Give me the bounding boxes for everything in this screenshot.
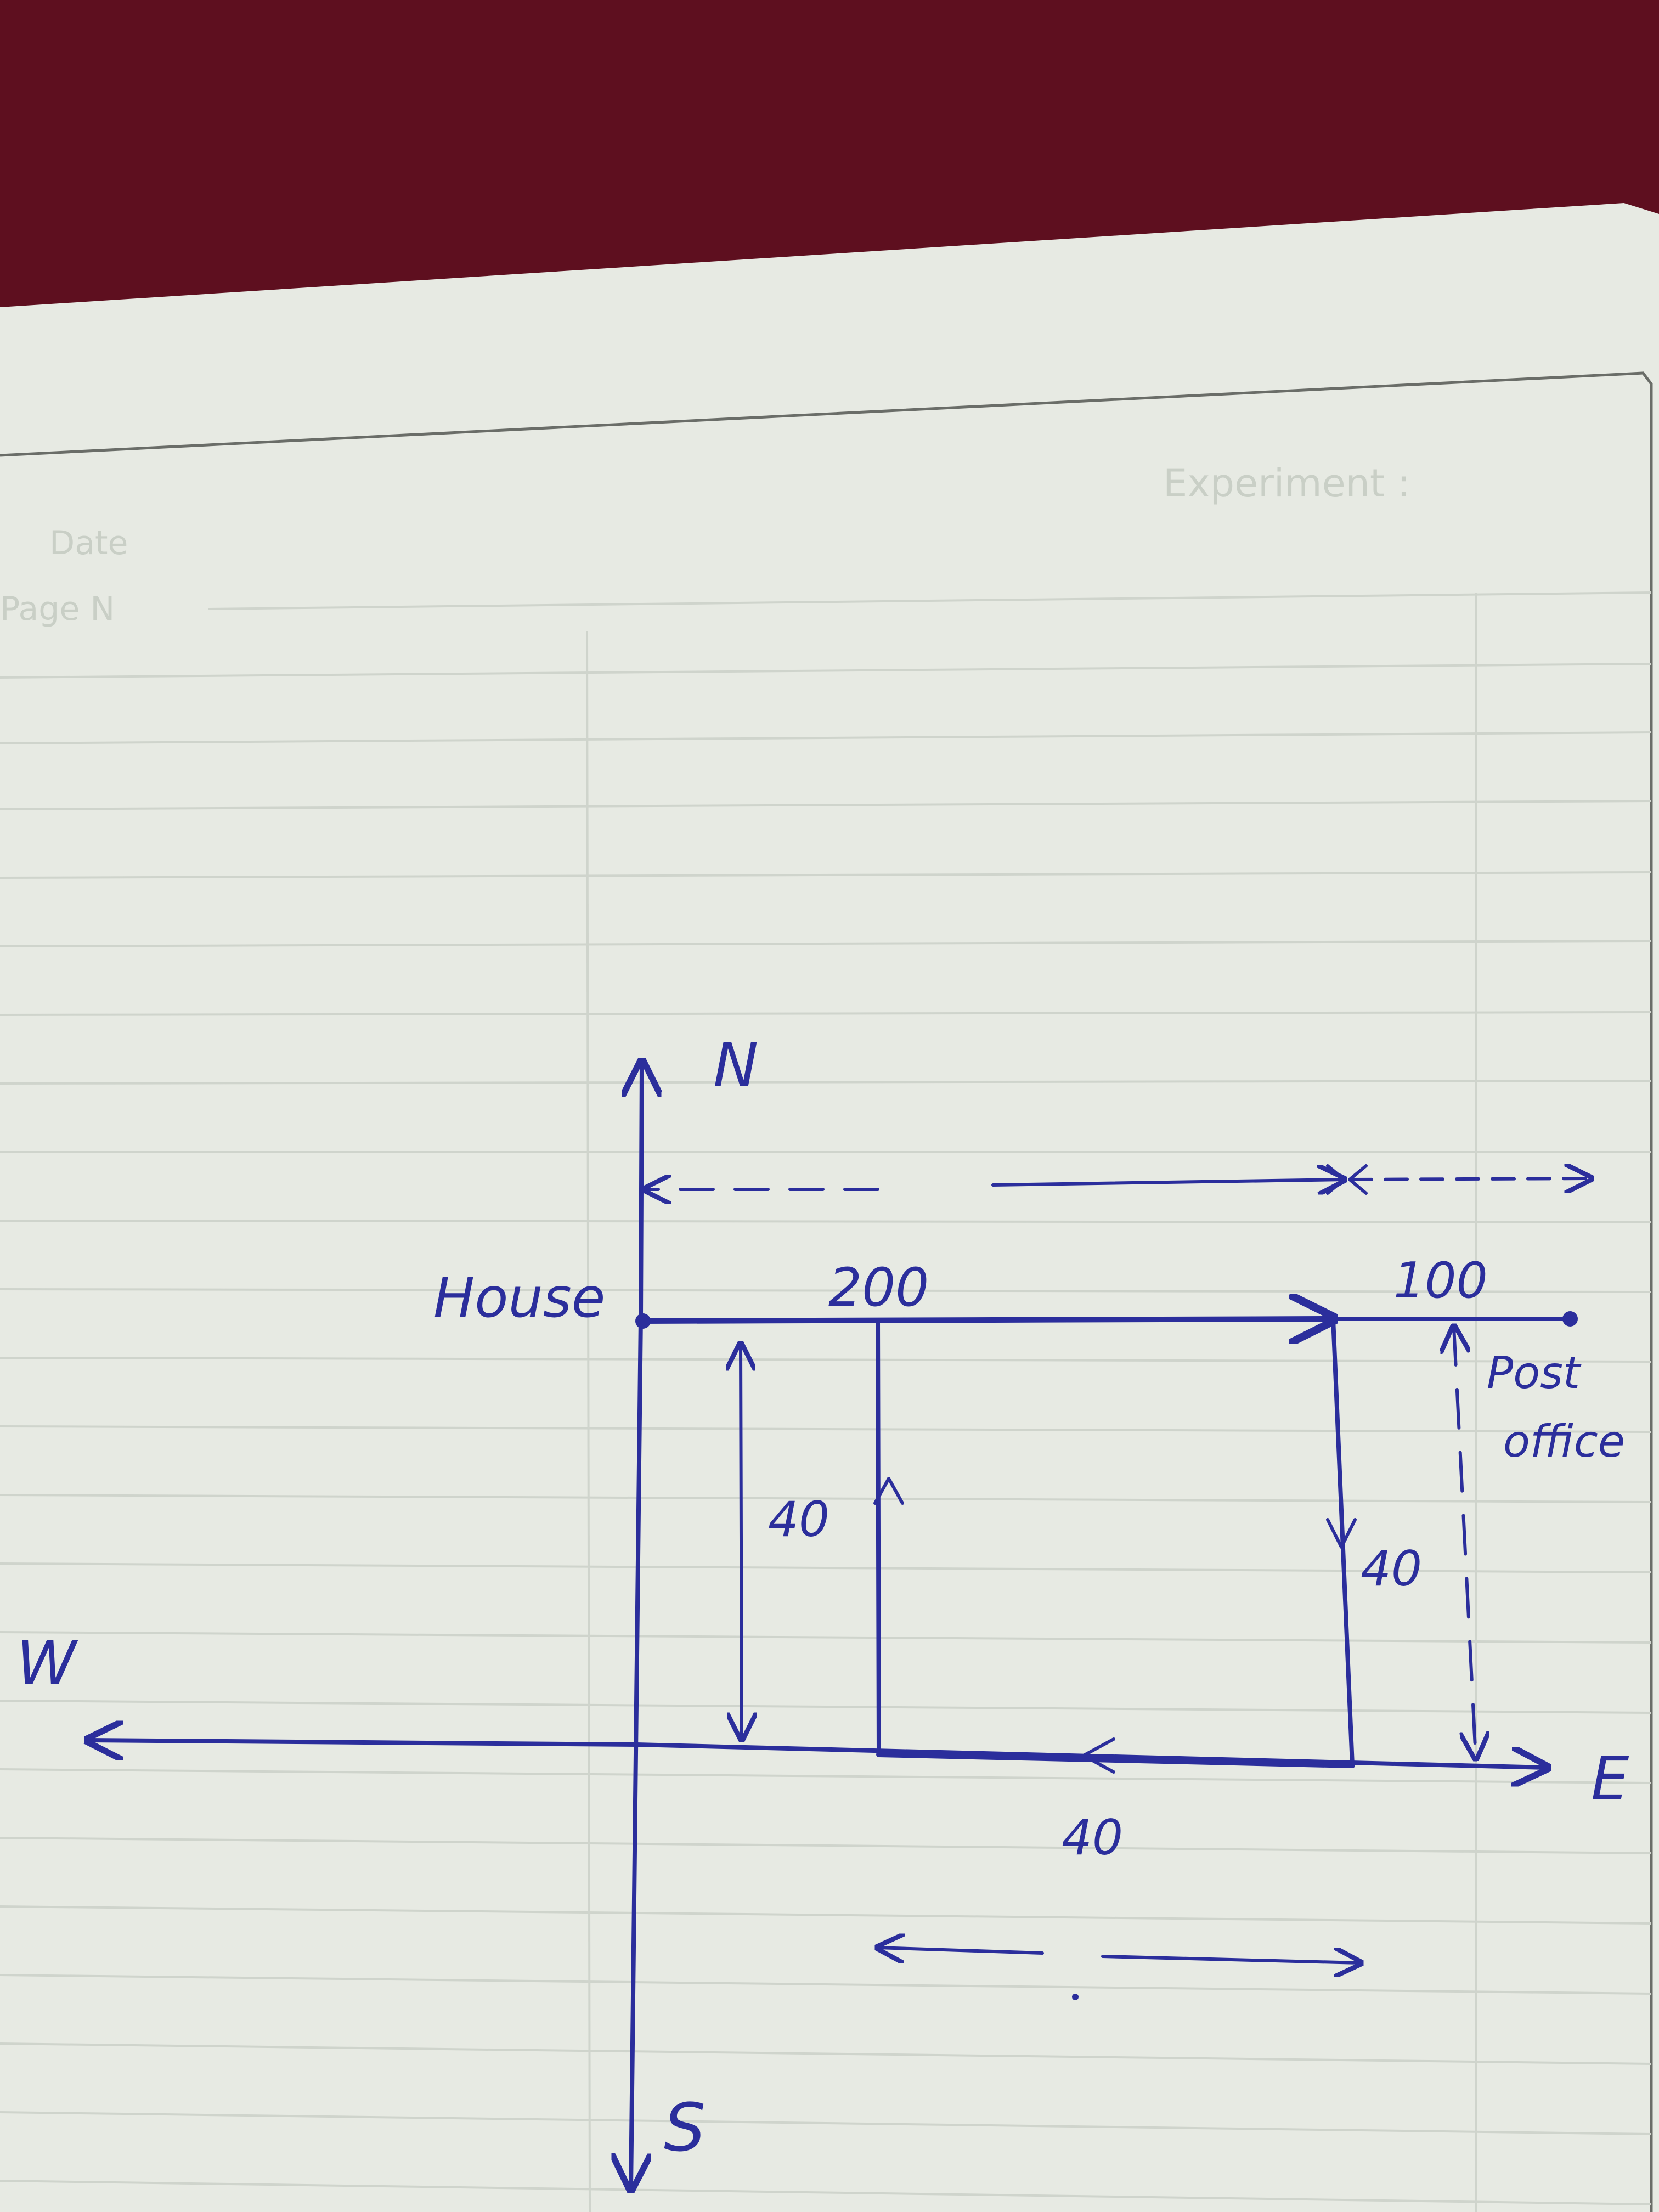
post-office-point (1562, 1311, 1578, 1327)
distance-200: 200 (828, 1257, 929, 1318)
page-header: Experiment : Date Page N (0, 461, 1410, 628)
top-extra-span (1348, 1178, 1591, 1180)
bottom-span-left (878, 1948, 1044, 1953)
west-label: W (16, 1628, 78, 1699)
distance-100: 100 (1393, 1252, 1488, 1310)
date-label: Date (49, 524, 128, 562)
distance-bottom-40: 40 (1062, 1809, 1123, 1866)
page-border (0, 371, 1653, 2212)
page-label: Page N (0, 590, 115, 628)
distance-right-40: 40 (1361, 1541, 1422, 1597)
experiment-label: Experiment : (1163, 461, 1410, 506)
south-label: S (664, 2090, 706, 2166)
east-leg-200 (640, 1319, 1333, 1321)
north-leg-arrowhead (873, 1477, 904, 1505)
south-axis (631, 1314, 641, 2189)
direction-diagram (88, 1062, 1591, 2189)
south-leg-arrowhead (1326, 1518, 1357, 1549)
north-axis (641, 1062, 642, 1319)
west-leg-arrowhead (1082, 1737, 1115, 1774)
distance-left-40: 40 (768, 1491, 830, 1548)
top-span-cross2 (1348, 1164, 1368, 1195)
right-height-arrow (1454, 1327, 1476, 1758)
left-height-arrow (741, 1344, 742, 1739)
notebook-paper (0, 203, 1659, 2212)
east-axis (634, 1742, 1547, 1768)
post-office-label-line1: Post (1487, 1347, 1582, 1398)
ruled-lines (0, 591, 1652, 2212)
house-point (635, 1313, 651, 1329)
top-span-solid (991, 1180, 1344, 1185)
top-span-cross (1326, 1164, 1346, 1195)
ink-dot (1072, 1994, 1079, 2000)
west-leg-bottom (876, 1752, 1355, 1768)
north-leg-middle (876, 1319, 881, 1757)
post-office-label-line2: office (1503, 1416, 1625, 1467)
house-label: House (433, 1266, 605, 1330)
west-axis (88, 1740, 639, 1745)
north-label: N (713, 1030, 758, 1101)
east-label: E (1591, 1743, 1629, 1814)
bottom-span-right (1101, 1956, 1361, 1963)
